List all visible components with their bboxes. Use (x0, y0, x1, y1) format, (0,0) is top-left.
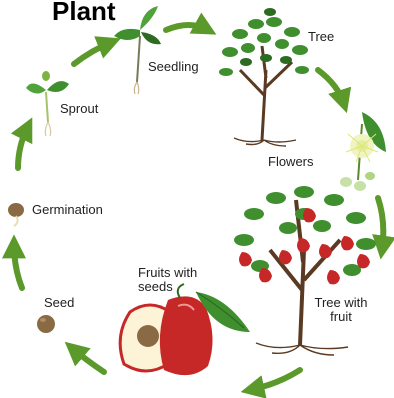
fruit-tree-icon (234, 186, 376, 355)
cycle-arrow-icon (166, 25, 208, 30)
seed-icon (37, 315, 55, 333)
stage-label-tree: Tree (308, 30, 334, 44)
cycle-arrow-icon (72, 348, 104, 372)
fruit-icon (120, 284, 250, 375)
stage-label-seed: Seed (44, 296, 74, 310)
flower-icon (340, 112, 386, 191)
tree-icon (219, 8, 309, 146)
cycle-arrow-icon (74, 42, 112, 64)
cycle-arrow-icon (18, 126, 28, 168)
stage-label-tree-with-fruit-line1: Tree with (308, 296, 374, 310)
cycle-arrow-icon (378, 198, 383, 250)
cycle-arrow-icon (250, 370, 300, 390)
stage-label-germination: Germination (32, 203, 103, 217)
stage-label-tree-with-fruit: Tree with fruit (308, 296, 374, 324)
diagram-title: Plant (52, 0, 116, 27)
stage-label-fruits-with-seeds: Fruits with seeds (138, 266, 197, 294)
cycle-arrow-icon (14, 244, 22, 288)
stage-label-fruits-with-seeds-line2: seeds (138, 280, 197, 294)
stage-label-flowers: Flowers (268, 155, 314, 169)
stage-label-seedling: Seedling (148, 60, 199, 74)
cycle-arrow-icon (318, 70, 344, 104)
stage-label-sprout: Sprout (60, 102, 98, 116)
germinating-seed-icon (8, 203, 24, 226)
seedling-icon (114, 6, 161, 94)
stage-label-fruits-with-seeds-line1: Fruits with (138, 266, 197, 280)
stage-label-tree-with-fruit-line2: fruit (308, 310, 374, 324)
